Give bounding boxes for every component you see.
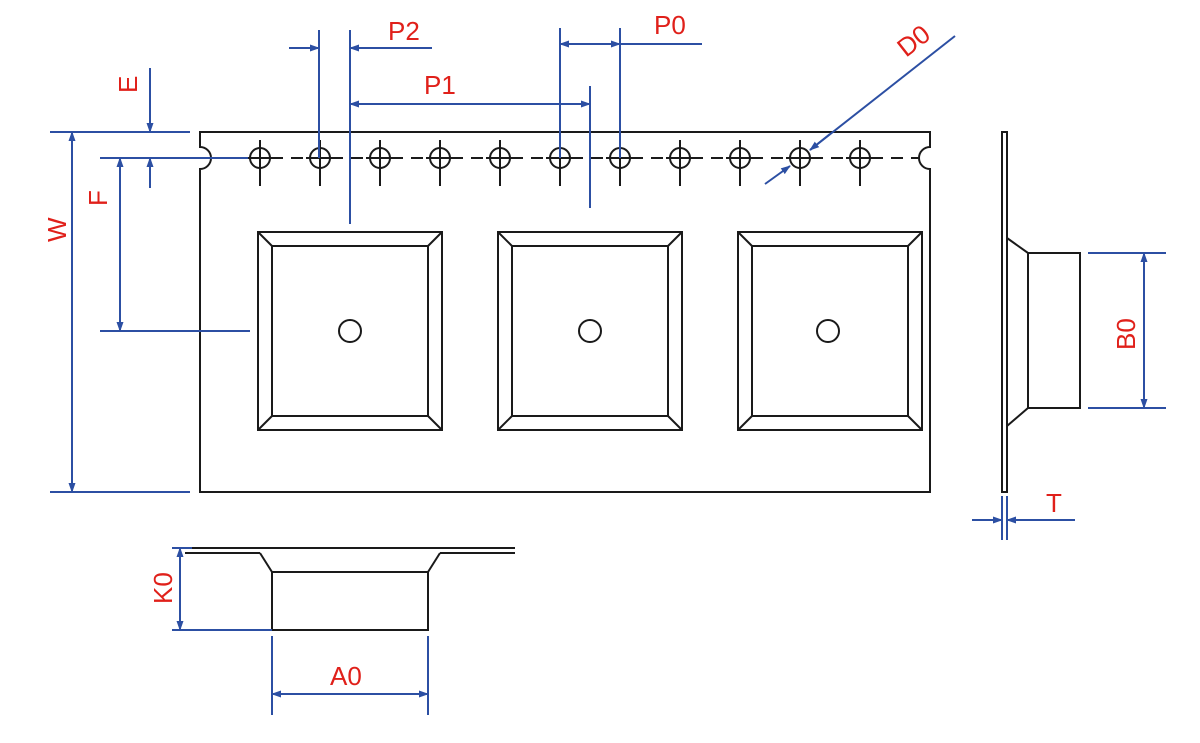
pocket-profile-front	[259, 552, 441, 631]
pocket-1	[257, 231, 443, 431]
sprocket-hole	[366, 140, 394, 186]
sprocket-hole	[846, 140, 874, 186]
pocket-hole	[578, 319, 602, 343]
sprocket-hole	[666, 140, 694, 186]
dimension-k0: K0	[148, 547, 272, 631]
pocket-3	[737, 231, 923, 431]
tape-side-view	[1001, 131, 1081, 493]
label-p0: P0	[654, 10, 686, 40]
dimension-p0: P0	[559, 10, 702, 158]
pocket-profile-side	[1006, 237, 1081, 427]
dimension-b0: B0	[1088, 252, 1166, 409]
dimension-w: W	[42, 131, 190, 493]
dimension-f: F	[83, 157, 250, 332]
sprocket-hole	[726, 140, 754, 186]
label-k0: K0	[148, 572, 178, 604]
sprocket-hole	[486, 140, 514, 186]
sprocket-hole	[786, 140, 814, 186]
tape-top-view	[199, 131, 931, 493]
pocket-2	[497, 231, 683, 431]
label-t: T	[1046, 488, 1062, 518]
dimension-a0: A0	[271, 636, 429, 715]
label-p2: P2	[388, 16, 420, 46]
label-w: W	[42, 217, 72, 242]
tape-front-view	[185, 547, 515, 631]
dimension-p2: P2	[289, 16, 432, 224]
label-b0: B0	[1111, 318, 1141, 350]
label-a0: A0	[330, 661, 362, 691]
pocket-hole	[816, 319, 840, 343]
label-f: F	[83, 190, 113, 206]
sprocket-hole	[426, 140, 454, 186]
tape-thickness	[1001, 131, 1008, 493]
dimension-e: E	[50, 68, 248, 188]
tape-outline	[199, 131, 931, 493]
label-e: E	[113, 76, 143, 93]
dimension-p1: P1	[349, 70, 591, 208]
label-p1: P1	[424, 70, 456, 100]
dimension-t: T	[972, 488, 1075, 540]
pocket-hole	[338, 319, 362, 343]
sprocket-hole	[246, 140, 274, 186]
